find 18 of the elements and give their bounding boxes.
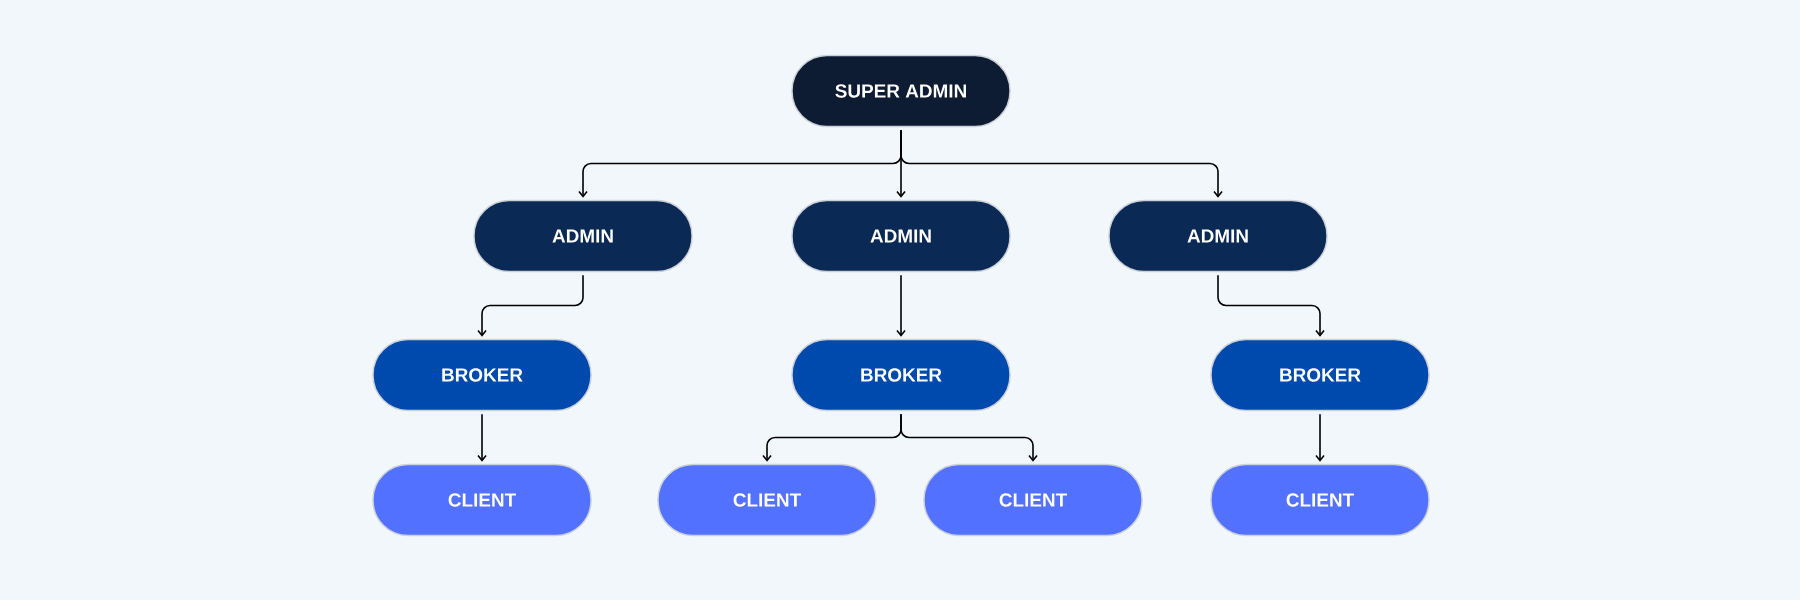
role-pill: CLIENT [372, 463, 592, 537]
role-pill: CLIENT [1210, 463, 1430, 537]
role-pill: ADMIN [791, 199, 1011, 273]
connector-arrow [896, 274, 906, 337]
connector-arrow [900, 129, 1223, 198]
role-pill: BROKER [1210, 338, 1430, 412]
role-pill: SUPER ADMIN [791, 54, 1011, 128]
role-pill: CLIENT [923, 463, 1143, 537]
role-pill: BROKER [791, 338, 1011, 412]
connector-arrow [1217, 274, 1325, 337]
connector-arrow [1315, 413, 1325, 462]
role-pill: ADMIN [1108, 199, 1328, 273]
role-pill: ADMIN [473, 199, 693, 273]
connector-arrow [477, 413, 487, 462]
connector-arrow [900, 413, 1038, 462]
connector-arrow [477, 274, 584, 337]
role-pill: BROKER [372, 338, 592, 412]
role-pill: CLIENT [657, 463, 877, 537]
